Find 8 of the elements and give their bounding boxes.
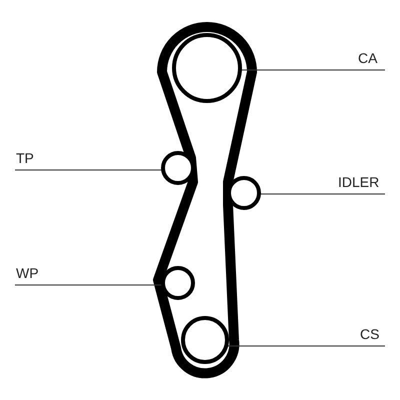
pulley — [161, 266, 195, 300]
pulley-label: CA — [358, 50, 378, 66]
pulley — [181, 316, 229, 364]
pulley-label: CS — [360, 326, 380, 342]
pulley-label: WP — [16, 265, 39, 281]
pulley — [172, 33, 242, 103]
pulley-label: IDLER — [338, 174, 380, 190]
pulley-label: TP — [16, 150, 34, 166]
